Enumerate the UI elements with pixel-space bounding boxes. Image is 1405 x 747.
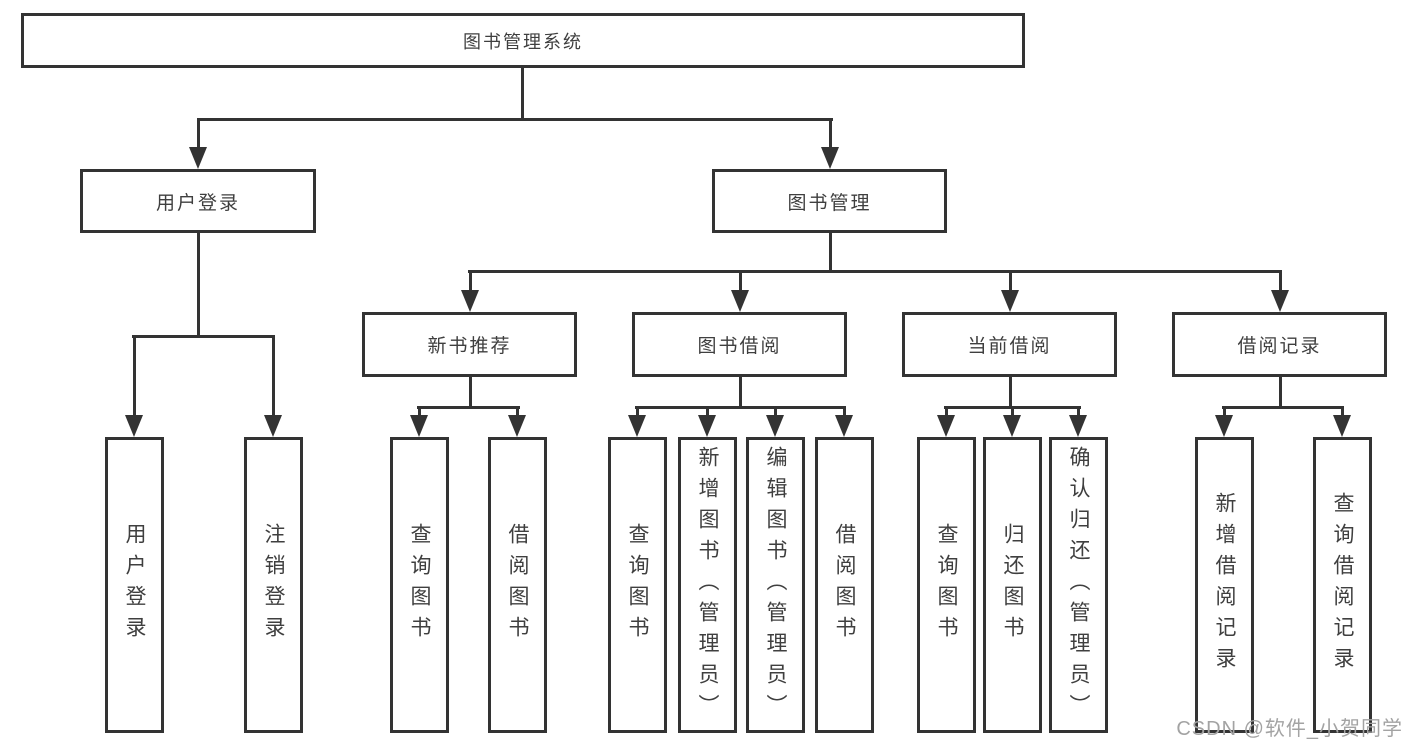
connector-borrow-records-hline — [1222, 406, 1344, 409]
connector-level2-hline — [197, 118, 833, 121]
node-leaf-cb-confirm-return-admin: 确认归还（管理员） — [1049, 437, 1108, 733]
node-leaf-cb-query-books-label: 查询图书 — [935, 523, 958, 647]
connector-new-book-recommend-hline — [417, 406, 520, 409]
arrow-to-leaf-cb-return-head — [1003, 415, 1021, 437]
node-leaf-cb-return-books-label: 归还图书 — [1001, 523, 1024, 647]
arrow-to-leaf-rec-query-stem — [418, 406, 421, 418]
arrow-to-leaf-cb-confirm-stem — [1077, 406, 1080, 418]
arrow-to-leaf-bb-add-stem — [706, 406, 709, 418]
arrow-to-user-login-stem — [197, 118, 200, 150]
node-leaf-rec-borrow-books-label: 借阅图书 — [506, 523, 529, 647]
connector-root-stem — [521, 68, 524, 118]
connector-borrow-records-stem — [1279, 377, 1282, 409]
arrow-to-leaf-bb-add-head — [698, 415, 716, 437]
node-user-login: 用户登录 — [80, 169, 316, 233]
arrow-to-leaf-logout-head — [264, 415, 282, 437]
node-leaf-br-query-record-label: 查询借阅记录 — [1331, 492, 1354, 678]
connector-level3-hline — [468, 270, 1282, 273]
arrow-to-current-borrow-head — [1001, 290, 1019, 312]
connector-book-management-stem — [829, 233, 832, 273]
node-leaf-user-login-label: 用户登录 — [123, 523, 146, 647]
arrow-to-leaf-bb-edit-stem — [774, 406, 777, 418]
node-leaf-bb-borrow-books-label: 借阅图书 — [833, 523, 856, 647]
arrow-to-leaf-rec-query-head — [410, 415, 428, 437]
node-leaf-rec-query-books-label: 查询图书 — [408, 523, 431, 647]
node-leaf-cb-query-books: 查询图书 — [917, 437, 976, 733]
node-leaf-rec-query-books: 查询图书 — [390, 437, 449, 733]
arrow-to-leaf-user-login-head — [125, 415, 143, 437]
node-leaf-br-add-record: 新增借阅记录 — [1195, 437, 1254, 733]
arrow-to-book-management-head — [821, 147, 839, 169]
arrow-to-leaf-cb-query-stem — [945, 406, 948, 418]
node-leaf-rec-borrow-books: 借阅图书 — [488, 437, 547, 733]
connector-user-login-hline — [132, 335, 275, 338]
arrow-to-new-book-recommend-head — [461, 290, 479, 312]
node-book-management: 图书管理 — [712, 169, 947, 233]
node-leaf-bb-edit-books-admin-label: 编辑图书（管理员） — [764, 445, 787, 725]
arrow-to-book-borrow-stem — [739, 270, 742, 293]
connector-book-borrow-stem — [739, 377, 742, 409]
arrow-to-leaf-bb-borrow-head — [835, 415, 853, 437]
node-book-borrow: 图书借阅 — [632, 312, 847, 377]
node-current-borrow: 当前借阅 — [902, 312, 1117, 377]
node-leaf-bb-add-books-admin-label: 新增图书（管理员） — [696, 445, 719, 725]
node-borrow-records: 借阅记录 — [1172, 312, 1387, 377]
arrow-to-user-login-head — [189, 147, 207, 169]
node-leaf-br-add-record-label: 新增借阅记录 — [1213, 492, 1236, 678]
node-leaf-bb-query-books: 查询图书 — [608, 437, 667, 733]
node-library-system: 图书管理系统 — [21, 13, 1025, 68]
connector-new-book-recommend-stem — [469, 377, 472, 409]
node-leaf-user-login: 用户登录 — [105, 437, 164, 733]
arrow-to-leaf-cb-confirm-head — [1069, 415, 1087, 437]
arrow-to-leaf-br-query-stem — [1341, 406, 1344, 418]
arrow-to-leaf-user-login-stem — [133, 335, 136, 418]
arrow-to-leaf-logout-stem — [272, 335, 275, 418]
arrow-to-leaf-bb-query-head — [628, 415, 646, 437]
node-leaf-bb-borrow-books: 借阅图书 — [815, 437, 874, 733]
watermark: CSDN @软件_小贺同学 — [1176, 718, 1403, 740]
arrow-to-leaf-bb-edit-head — [766, 415, 784, 437]
arrow-to-leaf-cb-query-head — [937, 415, 955, 437]
node-leaf-bb-add-books-admin: 新增图书（管理员） — [678, 437, 737, 733]
arrow-to-new-book-recommend-stem — [469, 270, 472, 293]
node-leaf-br-query-record: 查询借阅记录 — [1313, 437, 1372, 733]
arrow-to-borrow-records-head — [1271, 290, 1289, 312]
arrow-to-book-management-stem — [829, 118, 832, 150]
node-leaf-cb-confirm-return-admin-label: 确认归还（管理员） — [1067, 445, 1090, 725]
node-leaf-logout: 注销登录 — [244, 437, 303, 733]
arrow-to-leaf-rec-borrow-stem — [516, 406, 519, 418]
node-leaf-bb-query-books-label: 查询图书 — [626, 523, 649, 647]
arrow-to-leaf-br-query-head — [1333, 415, 1351, 437]
node-leaf-cb-return-books: 归还图书 — [983, 437, 1042, 733]
node-leaf-logout-label: 注销登录 — [262, 523, 285, 647]
arrow-to-leaf-cb-return-stem — [1011, 406, 1014, 418]
arrow-to-current-borrow-stem — [1009, 270, 1012, 293]
connector-user-login-stem — [197, 233, 200, 338]
arrow-to-leaf-rec-borrow-head — [508, 415, 526, 437]
arrow-to-leaf-bb-query-stem — [636, 406, 639, 418]
connector-book-borrow-hline — [635, 406, 846, 409]
arrow-to-leaf-br-add-head — [1215, 415, 1233, 437]
arrow-to-leaf-bb-borrow-stem — [843, 406, 846, 418]
arrow-to-borrow-records-stem — [1279, 270, 1282, 293]
node-new-book-recommend: 新书推荐 — [362, 312, 577, 377]
connector-current-borrow-stem — [1009, 377, 1012, 409]
node-leaf-bb-edit-books-admin: 编辑图书（管理员） — [746, 437, 805, 733]
arrow-to-leaf-br-add-stem — [1223, 406, 1226, 418]
arrow-to-book-borrow-head — [731, 290, 749, 312]
